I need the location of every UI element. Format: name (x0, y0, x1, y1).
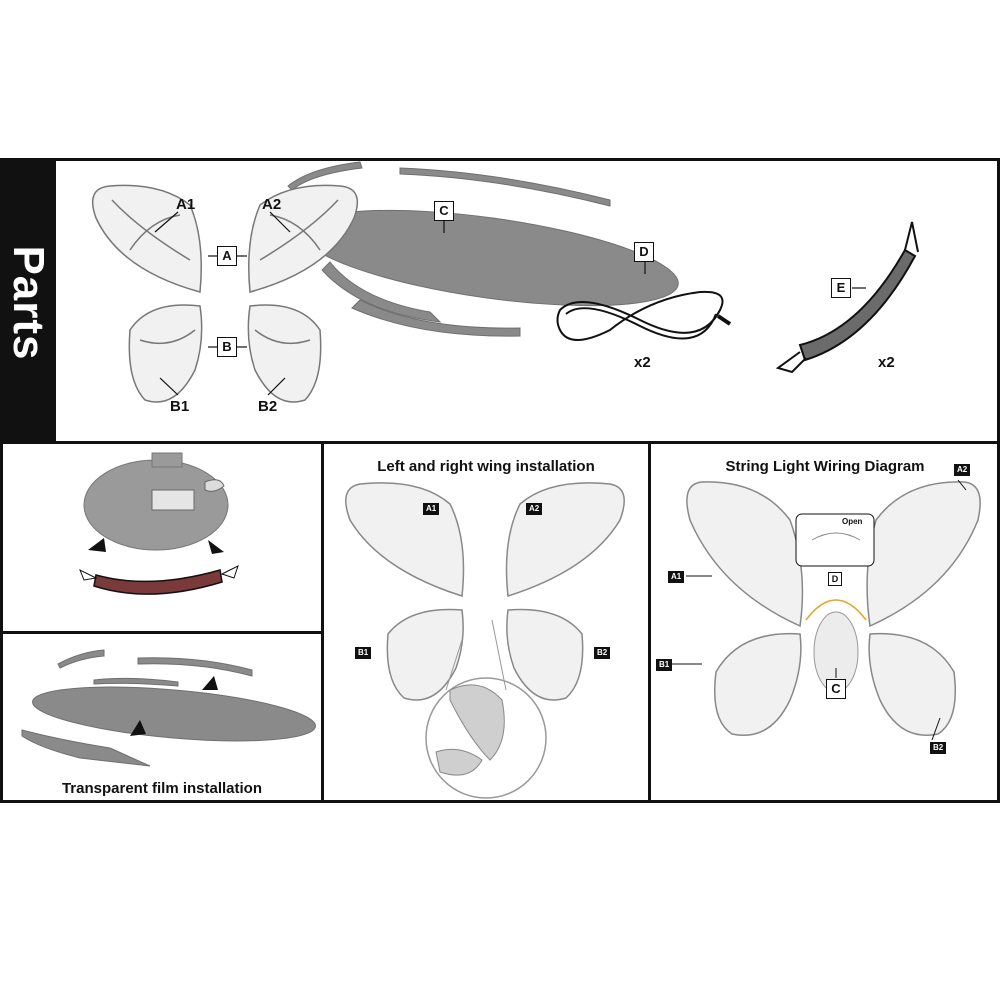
wiring-wing-a1 (686, 481, 804, 628)
label-c-box: C (434, 201, 454, 221)
wiring-panel-title: String Light Wiring Diagram (725, 458, 925, 475)
wing-b2-drawing (247, 304, 322, 403)
label-b-box: B (217, 337, 237, 357)
label-b2: B2 (258, 398, 278, 415)
parts-tab (0, 158, 56, 444)
label-d-box: D (634, 242, 654, 262)
install-tag-b1: B1 (355, 647, 372, 659)
label-a-box: A (217, 246, 237, 266)
wing-a1-drawing (92, 184, 202, 293)
wiring-tag-b2: B2 (930, 742, 947, 754)
cable-d-drawing (556, 290, 732, 341)
install-wing-b2 (506, 608, 584, 701)
install-wing-b1 (386, 608, 464, 701)
install-tag-b2: B2 (594, 647, 611, 659)
label-b1: B1 (170, 398, 190, 415)
wing-b1-drawing (128, 304, 203, 403)
wiring-wing-a2 (866, 481, 981, 628)
wiring-tag-b1: B1 (656, 659, 673, 671)
wiring-label-c-box: C (826, 679, 846, 699)
strap-e-drawing (775, 221, 919, 374)
wiring-center-drawing (795, 513, 875, 693)
install-tag-a1: A1 (423, 503, 440, 515)
strap-mount-drawing (79, 565, 239, 595)
zoom-circle-drawing (425, 619, 547, 799)
base-plate-drawing (83, 452, 229, 551)
wiring-wing-b1 (713, 632, 802, 736)
open-label: Open (842, 517, 863, 526)
wiring-wing-b2 (868, 632, 957, 736)
wiring-tag-a2: A2 (954, 464, 971, 476)
cable-quantity: x2 (634, 354, 651, 371)
wing-panel-title: Left and right wing installation (377, 458, 595, 475)
film-panel-title: Transparent film installation (61, 780, 263, 797)
wiring-label-d-box: D (828, 572, 842, 586)
label-a1: A1 (176, 196, 196, 213)
wiring-tag-a1: A1 (668, 571, 685, 583)
wiring-leader-lines (672, 479, 967, 741)
wing-a2-drawing (248, 184, 358, 293)
part-leader-lines (154, 211, 866, 396)
strap-quantity: x2 (878, 354, 895, 371)
label-a2: A2 (262, 196, 282, 213)
film-arrows (130, 676, 218, 736)
mount-arrows (88, 538, 224, 554)
install-tag-a2: A2 (526, 503, 543, 515)
label-e-box: E (831, 278, 851, 298)
